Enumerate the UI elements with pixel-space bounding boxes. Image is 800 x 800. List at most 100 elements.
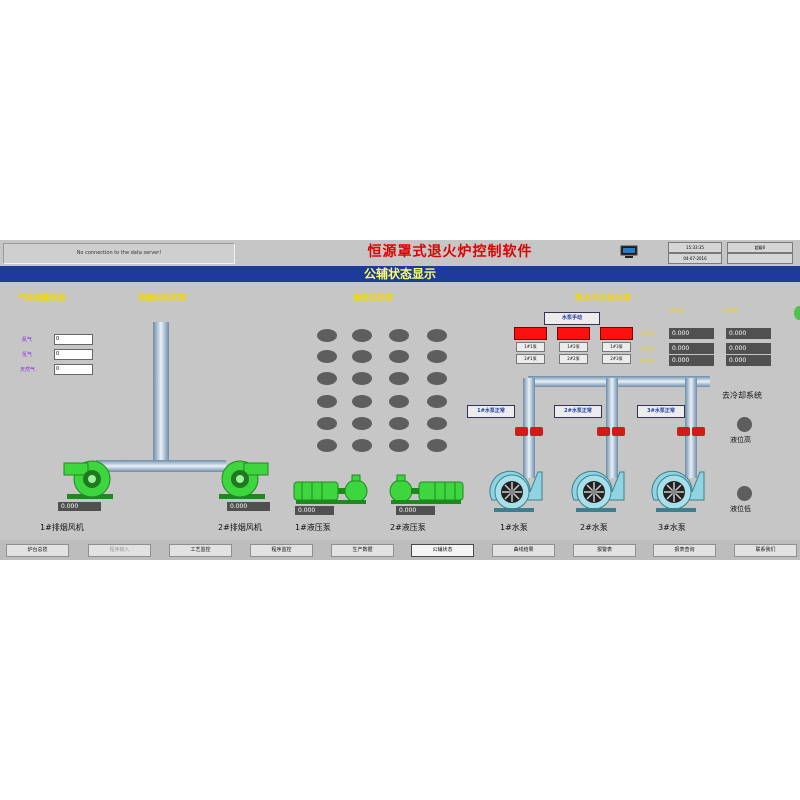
computer-icon xyxy=(620,244,638,258)
level-high-label: 液位高 xyxy=(730,436,751,444)
hydraulic-lamp xyxy=(389,417,409,430)
pump-3-switch-b[interactable]: 2#3泵 xyxy=(602,354,631,364)
pump-1-alarm-button[interactable] xyxy=(514,327,547,340)
level-low-label: 液位低 xyxy=(730,505,751,513)
nav-program-monitor[interactable]: 程序监控 xyxy=(250,544,313,557)
hydraulic-lamp xyxy=(427,372,447,385)
user-value xyxy=(727,253,793,264)
hydraulic-lamp xyxy=(389,329,409,342)
hydraulic-lamp xyxy=(427,329,447,342)
water-pump-3-label: 3#水泵 xyxy=(658,523,686,532)
nav-report-query[interactable]: 报表查询 xyxy=(653,544,716,557)
nav-program-input[interactable]: 程序输入 xyxy=(88,544,151,557)
pump-row-label: 3#水泵 xyxy=(640,358,654,363)
exhaust-fan-1-label: 1#排烟风机 xyxy=(40,523,84,532)
pump-2-normal-label: 2#水泵正常 xyxy=(554,405,602,418)
gas-value-hydrogen[interactable]: 0 xyxy=(54,349,93,360)
water-pump-2-icon xyxy=(566,470,626,512)
exhaust-header-pipe xyxy=(96,460,226,472)
exhaust-fan-2-label: 2#排烟风机 xyxy=(218,523,262,532)
pump-2-alarm-button[interactable] xyxy=(557,327,590,340)
gas-label-nitrogen: 氮气 xyxy=(22,337,33,343)
pump-1-normal-label: 1#水泵正常 xyxy=(467,405,515,418)
pump-3-normal-label: 3#水泵正常 xyxy=(637,405,685,418)
pump-row-label: 1#水泵 xyxy=(640,331,654,336)
gas-value-natural-gas[interactable]: 0 xyxy=(54,364,93,375)
pump-2-switch-a[interactable]: 1#2泵 xyxy=(559,342,588,352)
app-title: 恒源罩式退火炉控制软件 xyxy=(367,244,533,260)
hydraulic-lamp xyxy=(317,417,337,430)
water-pump-2-label: 2#水泵 xyxy=(580,523,608,532)
nav-utility-status[interactable]: 公辅状态 xyxy=(411,544,474,557)
pump-3-frequency: 0.000 xyxy=(726,355,771,366)
hydraulic-lamp xyxy=(317,372,337,385)
exhaust-chimney-pipe xyxy=(153,322,169,465)
pump-3-switch-a[interactable]: 1#3泵 xyxy=(602,342,631,352)
hydraulic-lamp xyxy=(317,350,337,363)
hydraulic-pump-2-icon xyxy=(385,474,467,506)
water-pump-1-icon xyxy=(484,470,544,512)
page-banner: 公辅状态显示 xyxy=(0,266,800,282)
gas-label-hydrogen: 氢气 xyxy=(22,352,33,358)
water-pump-3-icon xyxy=(646,470,706,512)
pump-3-current: 0.000 xyxy=(669,355,714,366)
water-pipe-3 xyxy=(685,378,697,478)
level-low-lamp xyxy=(737,486,752,501)
exhaust-fan-2-value: 0.000 xyxy=(227,502,270,511)
pump-1-switch-a[interactable]: 1#1泵 xyxy=(516,342,545,352)
nav-curve-results[interactable]: 曲线结果 xyxy=(492,544,555,557)
side-indicator xyxy=(794,306,800,320)
hydraulic-pump-2-value: 0.000 xyxy=(396,506,435,515)
hydraulic-lamp xyxy=(427,350,447,363)
pump-1-frequency: 0.000 xyxy=(726,328,771,339)
water-pump-heading: 热水冷水泵状态 xyxy=(575,293,631,302)
hydraulic-lamp xyxy=(427,439,447,452)
exhaust-fan-1-value: 0.000 xyxy=(58,502,101,511)
nav-production-data[interactable]: 生产数据 xyxy=(331,544,394,557)
exhaust-fan-2-icon xyxy=(214,458,270,500)
hmi-screen: No connection to the data server! 恒源罩式退火… xyxy=(0,240,800,560)
exhaust-fan-heading: 排烟风机状态 xyxy=(138,293,186,302)
hydraulic-lamp xyxy=(389,372,409,385)
hydraulic-lamp xyxy=(317,439,337,452)
hydraulic-pump-1-icon xyxy=(292,474,374,506)
nav-furnace-overview[interactable]: 炉台总揽 xyxy=(6,544,69,557)
pump-1-switch-b[interactable]: 2#1泵 xyxy=(516,354,545,364)
level-high-lamp xyxy=(737,417,752,432)
hydraulic-lamp xyxy=(427,417,447,430)
valve-5-icon xyxy=(677,427,690,436)
to-cooling-system-label: 去冷却系统 xyxy=(722,391,762,400)
pump-2-current: 0.000 xyxy=(669,343,714,354)
hydraulic-lamp xyxy=(352,439,372,452)
pump-current-header: 水泵电流 xyxy=(668,308,684,313)
hydraulic-lamp xyxy=(352,350,372,363)
hydraulic-lamp xyxy=(352,395,372,408)
valve-3-icon xyxy=(597,427,610,436)
user-label: 超级0 xyxy=(727,242,793,253)
pump-3-alarm-button[interactable] xyxy=(600,327,633,340)
gas-value-nitrogen[interactable]: 0 xyxy=(54,334,93,345)
nav-process-monitor[interactable]: 工艺监控 xyxy=(169,544,232,557)
valve-4-icon xyxy=(612,427,625,436)
hydraulic-pump-1-value: 0.000 xyxy=(295,506,334,515)
pump-1-current: 0.000 xyxy=(669,328,714,339)
gas-status-heading: 气体流量状态 xyxy=(18,293,66,302)
hydraulic-lamp xyxy=(352,372,372,385)
pump-2-frequency: 0.000 xyxy=(726,343,771,354)
water-pipe-1 xyxy=(523,378,535,478)
hydraulic-lamp xyxy=(317,329,337,342)
hydraulic-pump-1-label: 1#液压泵 xyxy=(295,523,331,532)
pump-2-switch-b[interactable]: 2#2泵 xyxy=(559,354,588,364)
hydraulic-lamp xyxy=(352,329,372,342)
clock-time: 15:33:35 xyxy=(668,242,722,253)
gas-label-natural-gas: 天然气 xyxy=(20,367,36,373)
connection-status: No connection to the data server! xyxy=(3,243,235,264)
valve-6-icon xyxy=(692,427,705,436)
nav-contact-us[interactable]: 联系我们 xyxy=(734,544,797,557)
hydraulic-lamp xyxy=(389,395,409,408)
hydraulic-lamp xyxy=(352,417,372,430)
nav-alarm-table[interactable]: 报警表 xyxy=(573,544,636,557)
valve-2-icon xyxy=(530,427,543,436)
hydraulic-heading: 液压站状态 xyxy=(353,293,393,302)
pump-frequency-header: 水泵频率 xyxy=(722,308,738,313)
